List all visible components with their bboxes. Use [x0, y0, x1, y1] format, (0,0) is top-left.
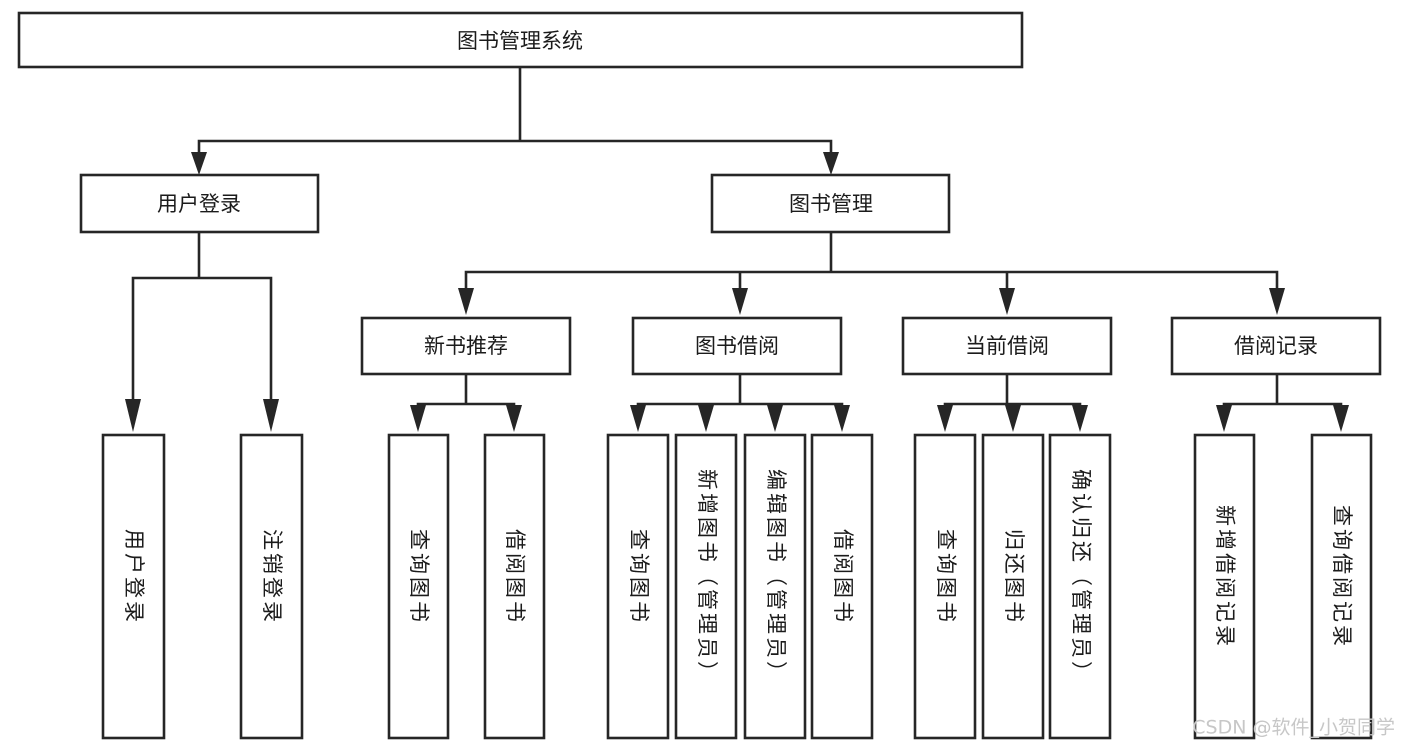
node-book-management-box[interactable] [710, 173, 951, 234]
connector-root-spine [197, 65, 833, 158]
arrow-to-leaf-query-book-3 [937, 405, 953, 432]
node-leaf-borrow-book-2-label: 借阅图书 [831, 529, 855, 625]
node-user-login[interactable]: 用户登录 [79, 173, 320, 234]
node-leaf-add-record-box[interactable] [1193, 433, 1256, 740]
node-current-borrow-label: 当前借阅 [965, 334, 1049, 358]
node-leaf-query-book-1[interactable]: 查询图书 [387, 433, 450, 740]
node-leaf-query-book-1-box[interactable] [387, 433, 450, 740]
arrow-to-leaf-borrow-book-2 [834, 405, 850, 432]
connector-user-login-spine [131, 230, 273, 405]
node-book-management[interactable]: 图书管理 [710, 173, 951, 234]
arrow-to-leaf-return-book [1005, 405, 1021, 432]
node-root-label: 图书管理系统 [457, 29, 583, 53]
csdn-watermark: CSDN @软件_小贺同学 [1192, 717, 1395, 739]
node-root-box[interactable] [17, 11, 1024, 69]
node-book-borrow[interactable]: 图书借阅 [631, 316, 843, 376]
node-new-book-recommend[interactable]: 新书推荐 [360, 316, 572, 376]
node-current-borrow-box[interactable] [901, 316, 1113, 376]
node-leaf-borrow-book-1[interactable]: 借阅图书 [483, 433, 546, 740]
node-leaf-query-book-1-label: 查询图书 [407, 529, 431, 625]
node-leaf-return-book-label: 归还图书 [1002, 529, 1026, 625]
node-borrow-record[interactable]: 借阅记录 [1170, 316, 1382, 376]
node-leaf-borrow-book-1-label: 借阅图书 [503, 529, 527, 625]
node-leaf-query-record-box[interactable] [1310, 433, 1373, 740]
node-leaf-return-book-box[interactable] [981, 433, 1045, 740]
node-leaf-add-record[interactable]: 新增借阅记录 [1193, 433, 1256, 740]
node-leaf-user-logout-box[interactable] [239, 433, 304, 740]
arrow-to-leaf-add-book [698, 405, 714, 432]
connector-borrow-record-spine [1222, 372, 1343, 411]
arrow-to-leaf-query-book-2 [630, 405, 646, 432]
arrow-to-leaf-query-record [1333, 405, 1349, 432]
arrow-to-leaf-borrow-book-1 [506, 405, 522, 432]
connector-book-borrow-spine [636, 372, 844, 411]
arrow-to-leaf-user-login [125, 399, 141, 432]
arrow-to-leaf-confirm-return [1072, 405, 1088, 432]
node-leaf-query-book-2-label: 查询图书 [627, 529, 651, 625]
node-leaf-add-book-box[interactable] [674, 433, 738, 740]
node-current-borrow[interactable]: 当前借阅 [901, 316, 1113, 376]
arrow-to-leaf-user-logout [263, 399, 279, 432]
node-leaf-add-record-label: 新增借阅记录 [1213, 505, 1237, 649]
node-leaf-borrow-book-1-box[interactable] [483, 433, 546, 740]
arrow-to-leaf-query-book-1 [410, 405, 426, 432]
node-leaf-user-logout[interactable]: 注销登录 [239, 433, 304, 740]
node-user-login-box[interactable] [79, 173, 320, 234]
node-leaf-add-book-label: 新增图书（管理员） [695, 469, 719, 685]
arrow-to-leaf-edit-book [767, 405, 783, 432]
node-leaf-query-book-2[interactable]: 查询图书 [606, 433, 670, 740]
node-leaf-user-login-label: 用户登录 [122, 529, 146, 625]
arrow-to-borrow-record [1269, 288, 1285, 315]
arrow-to-leaf-add-record [1216, 405, 1232, 432]
node-new-book-recommend-label: 新书推荐 [424, 334, 508, 358]
connector-layer [125, 65, 1349, 432]
arrow-to-user-login [191, 152, 207, 175]
node-root[interactable]: 图书管理系统 [17, 11, 1024, 69]
node-book-management-label: 图书管理 [789, 192, 873, 216]
connector-current-borrow-spine [943, 372, 1082, 411]
arrow-to-book-management [823, 152, 839, 175]
node-leaf-user-login[interactable]: 用户登录 [101, 433, 166, 740]
node-leaf-user-logout-label: 注销登录 [260, 529, 284, 625]
node-leaf-edit-book-box[interactable] [743, 433, 807, 740]
node-book-borrow-label: 图书借阅 [695, 334, 779, 358]
node-leaf-query-book-3[interactable]: 查询图书 [913, 433, 977, 740]
node-leaf-return-book[interactable]: 归还图书 [981, 433, 1045, 740]
node-user-login-label: 用户登录 [157, 192, 241, 216]
connector-book-management-spine [464, 230, 1279, 294]
node-leaf-query-book-3-box[interactable] [913, 433, 977, 740]
node-leaf-query-record-label: 查询借阅记录 [1330, 505, 1354, 649]
node-leaf-query-book-2-box[interactable] [606, 433, 670, 740]
node-leaf-query-record[interactable]: 查询借阅记录 [1310, 433, 1373, 740]
node-leaf-edit-book-label: 编辑图书（管理员） [764, 469, 788, 685]
node-leaf-confirm-return-label: 确认归还（管理员） [1069, 469, 1093, 685]
node-leaf-query-book-3-label: 查询图书 [934, 529, 958, 625]
node-leaf-confirm-return[interactable]: 确认归还（管理员） [1048, 433, 1112, 740]
connector-new-book-recommend-spine [416, 372, 516, 411]
node-leaf-borrow-book-2[interactable]: 借阅图书 [810, 433, 874, 740]
arrow-to-book-borrow [732, 288, 748, 315]
node-borrow-record-label: 借阅记录 [1234, 334, 1318, 358]
node-book-borrow-box[interactable] [631, 316, 843, 376]
node-leaf-confirm-return-box[interactable] [1048, 433, 1112, 740]
node-leaf-add-book[interactable]: 新增图书（管理员） [674, 433, 738, 740]
arrow-to-current-borrow [999, 288, 1015, 315]
node-leaf-edit-book[interactable]: 编辑图书（管理员） [743, 433, 807, 740]
node-leaf-borrow-book-2-box[interactable] [810, 433, 874, 740]
node-new-book-recommend-box[interactable] [360, 316, 572, 376]
arrow-to-new-book-recommend [458, 288, 474, 315]
node-borrow-record-box[interactable] [1170, 316, 1382, 376]
node-leaf-user-login-box[interactable] [101, 433, 166, 740]
